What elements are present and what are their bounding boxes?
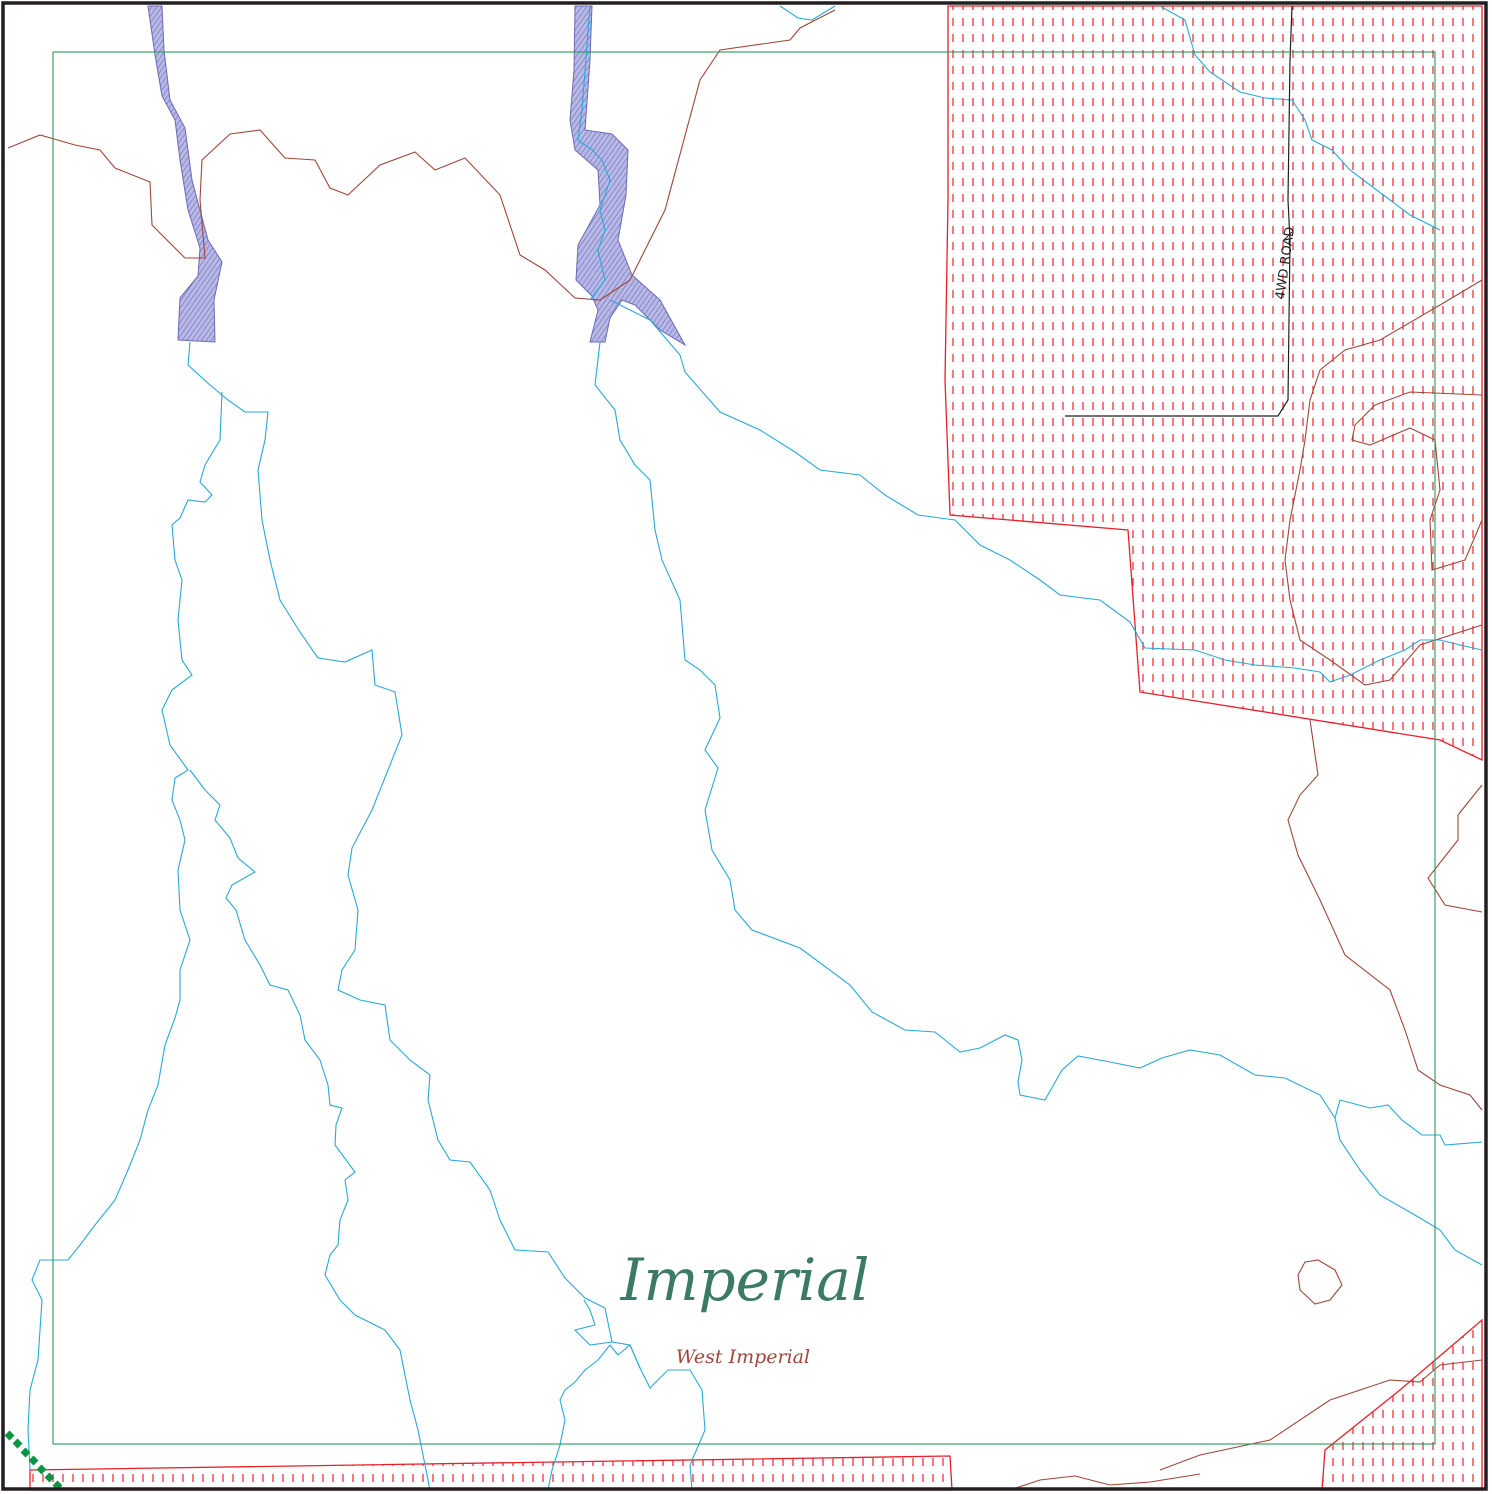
water-body-layer xyxy=(147,5,687,347)
contour-line xyxy=(1159,1359,1483,1471)
restricted-area-layer xyxy=(29,5,1483,1491)
restricted-area-south xyxy=(29,1455,953,1491)
contour-line xyxy=(1284,279,1483,686)
boundary-dot xyxy=(44,1472,55,1483)
stream xyxy=(187,341,706,1491)
stream xyxy=(547,1344,641,1491)
contour-layer xyxy=(7,9,1483,1491)
restricted-area-southeast xyxy=(1321,1318,1483,1491)
contour-line xyxy=(1297,1259,1343,1305)
stream xyxy=(1334,1117,1483,1266)
restricted-area-northeast xyxy=(944,5,1483,762)
contour-line xyxy=(7,9,836,301)
stream xyxy=(594,341,1483,1146)
stream xyxy=(573,1299,613,1346)
place-sublabel: West Imperial xyxy=(676,1346,810,1368)
four-wheel-drive-road xyxy=(1065,5,1293,417)
neatline xyxy=(52,51,1436,1445)
boundary-dot xyxy=(12,1438,23,1449)
stream xyxy=(27,391,223,1471)
stream xyxy=(609,299,1483,683)
stream-layer xyxy=(27,5,1483,1491)
stream xyxy=(779,5,836,21)
boundary-dot xyxy=(20,1447,31,1458)
stream xyxy=(577,5,611,301)
place-label: Imperial xyxy=(620,1246,870,1314)
water-body-west-channel xyxy=(147,5,223,343)
stream xyxy=(1159,5,1441,231)
contour-line xyxy=(1287,719,1483,1111)
contour-line xyxy=(1009,1473,1201,1491)
boundary-dot xyxy=(28,1455,39,1466)
boundary-dot xyxy=(36,1464,47,1475)
contour-line xyxy=(1351,391,1483,571)
boundary-dots xyxy=(4,1430,63,1491)
contour-line xyxy=(1427,784,1483,913)
boundary-dot xyxy=(4,1430,15,1441)
water-body-central-channel xyxy=(569,5,687,347)
road-tick xyxy=(1283,231,1293,241)
stream xyxy=(189,769,431,1491)
